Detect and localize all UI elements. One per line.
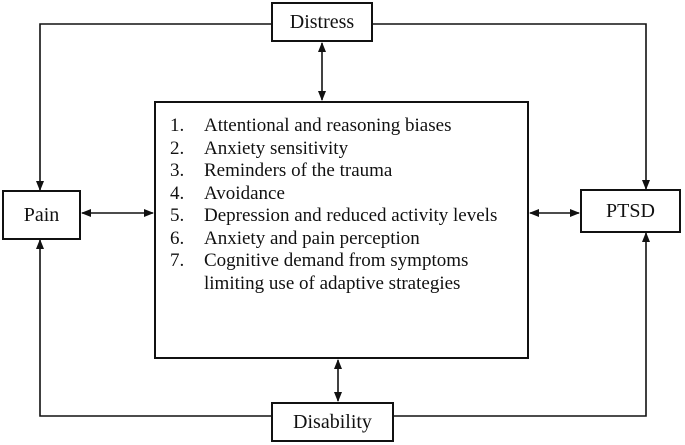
mechanism-item: 7. Cognitive demand from symptoms limiti… <box>170 250 519 295</box>
node-pain-label: Pain <box>23 204 60 226</box>
mechanism-text: Anxiety and pain perception <box>204 227 420 249</box>
mechanism-text: Depression and reduced activity levels <box>204 205 498 226</box>
mechanism-number: 7. <box>170 250 185 271</box>
mechanism-number: 2. <box>170 137 185 159</box>
mechanism-number: 1. <box>170 115 185 136</box>
mechanism-text: Avoidance <box>204 182 285 204</box>
node-disability-label: Disability <box>293 411 372 433</box>
node-ptsd-label: PTSD <box>606 200 655 222</box>
mechanism-number: 5. <box>170 205 185 226</box>
mechanism-text: Attentional and reasoning biases <box>204 115 452 136</box>
mechanism-item: 5. Depression and reduced activity level… <box>170 205 519 228</box>
mechanisms-list: 1. Attentional and reasoning biases 2. A… <box>170 115 519 295</box>
node-ptsd: PTSD <box>580 189 681 233</box>
node-disability: Disability <box>271 402 394 442</box>
mechanism-text: Reminders of the trauma <box>204 160 393 181</box>
mechanism-item: 3. Reminders of the trauma <box>170 160 519 183</box>
mechanism-number: 3. <box>170 160 185 181</box>
mechanism-item: 6. Anxiety and pain perception <box>170 228 519 251</box>
node-distress: Distress <box>271 2 373 42</box>
arrow-disability-to-pain <box>36 239 271 417</box>
node-distress-label: Distress <box>289 11 355 33</box>
arrow-distress-to-pain <box>36 23 271 191</box>
mechanism-number: 6. <box>170 227 185 249</box>
arrow-distress-to-ptsd <box>373 23 650 190</box>
mechanisms-box: 1. Attentional and reasoning biases 2. A… <box>154 101 529 359</box>
mechanism-item: 2. Anxiety sensitivity <box>170 138 519 161</box>
mechanism-item: 1. Attentional and reasoning biases <box>170 115 519 138</box>
mechanism-number: 4. <box>170 182 185 204</box>
arrow-disability-to-ptsd <box>394 232 650 417</box>
mechanism-text: Anxiety sensitivity <box>204 137 349 159</box>
mechanism-item: 4. Avoidance <box>170 183 519 206</box>
node-pain: Pain <box>2 190 81 240</box>
mechanism-text: Cognitive demand from symptoms limiting … <box>204 250 469 294</box>
